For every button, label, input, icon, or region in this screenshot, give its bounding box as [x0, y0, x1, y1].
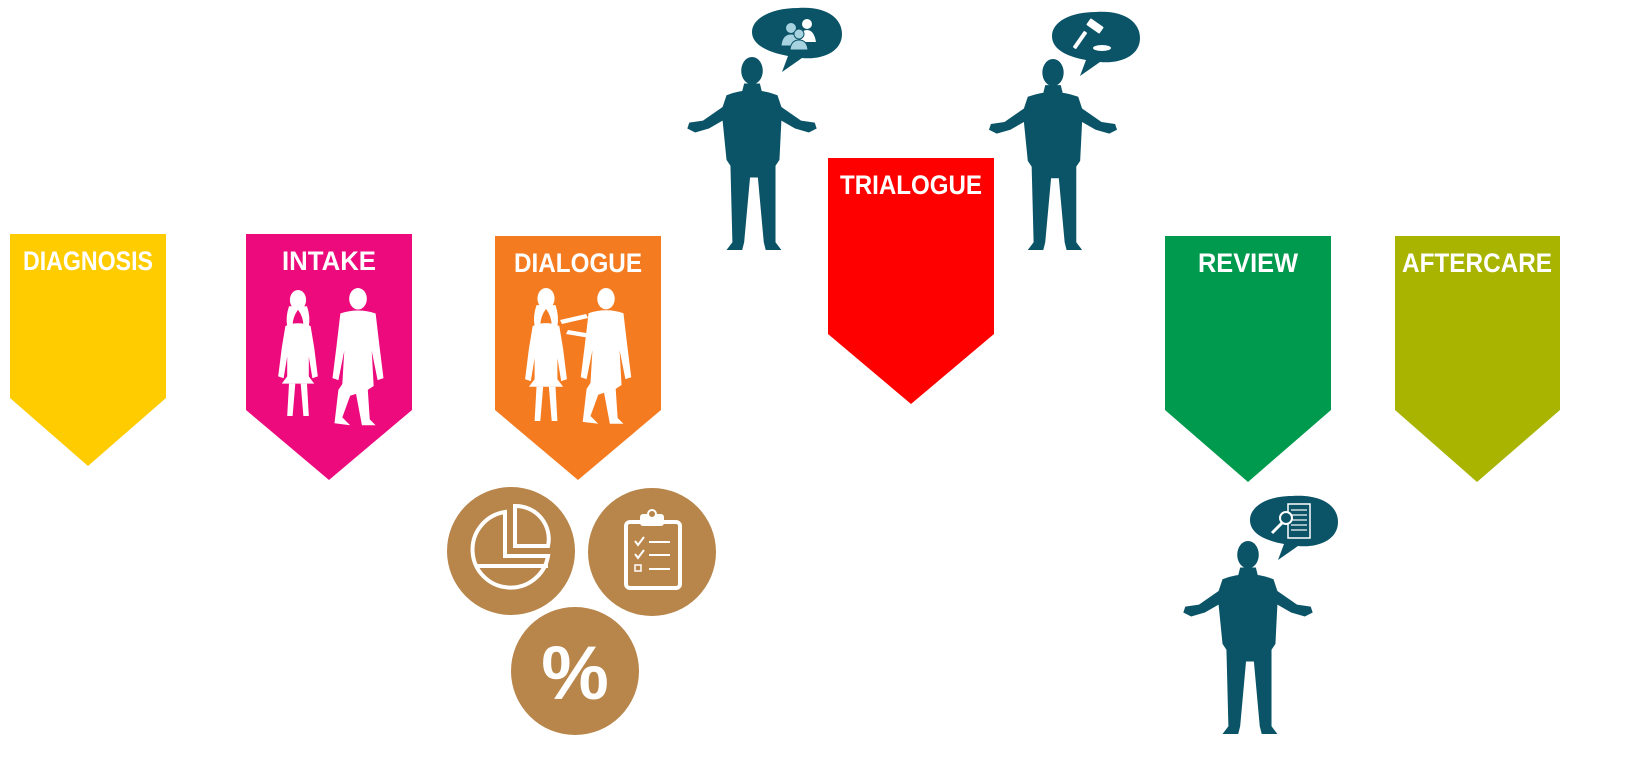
- figure-reviewer: [1183, 495, 1338, 735]
- stage-intake-label: INTAKE: [282, 246, 376, 276]
- percent-icon: %: [541, 631, 609, 716]
- stage-trialogue-banner: [828, 158, 994, 404]
- tool-pie-chart: [447, 487, 575, 615]
- stage-intake: INTAKE: [246, 234, 412, 480]
- stage-dialogue: DIALOGUE: [495, 236, 661, 480]
- pie-chart-icon: [470, 503, 551, 590]
- figure-mediator-1: [687, 7, 842, 251]
- stage-review-banner: [1165, 236, 1331, 482]
- stage-aftercare-banner: [1395, 236, 1560, 482]
- stage-trialogue-label: TRIALOGUE: [840, 170, 982, 200]
- stage-review: REVIEW: [1165, 236, 1331, 482]
- group-icon: [780, 19, 816, 51]
- stage-diagnosis-label: DIAGNOSIS: [23, 246, 153, 276]
- person-silhouette-icon: [687, 56, 817, 251]
- stage-review-label: REVIEW: [1198, 248, 1298, 278]
- stage-diagnosis-banner: [10, 234, 166, 466]
- document-search-icon: [1270, 503, 1311, 539]
- stage-dialogue-label: DIALOGUE: [514, 248, 642, 278]
- tool-percent: %: [511, 607, 639, 735]
- gavel-icon: [1073, 18, 1111, 51]
- speech-bubble: [1250, 495, 1338, 560]
- person-silhouette-icon: [1183, 540, 1313, 735]
- stage-trialogue: TRIALOGUE: [828, 158, 994, 404]
- figure-mediator-2: [988, 11, 1140, 251]
- tool-clipboard: [588, 488, 716, 616]
- stage-diagnosis: DIAGNOSIS: [10, 234, 166, 466]
- dialogue-tools: %: [447, 487, 716, 735]
- clipboard-checklist-icon: [624, 509, 682, 590]
- stage-aftercare: AFTERCARE: [1395, 236, 1560, 482]
- stage-aftercare-label: AFTERCARE: [1402, 248, 1552, 278]
- conversation-silhouette-icon: [525, 288, 632, 424]
- person-silhouette-icon: [988, 58, 1118, 251]
- speech-bubble: [1052, 11, 1140, 77]
- stage-intake-banner: [246, 234, 412, 480]
- speech-bubble: [752, 7, 842, 73]
